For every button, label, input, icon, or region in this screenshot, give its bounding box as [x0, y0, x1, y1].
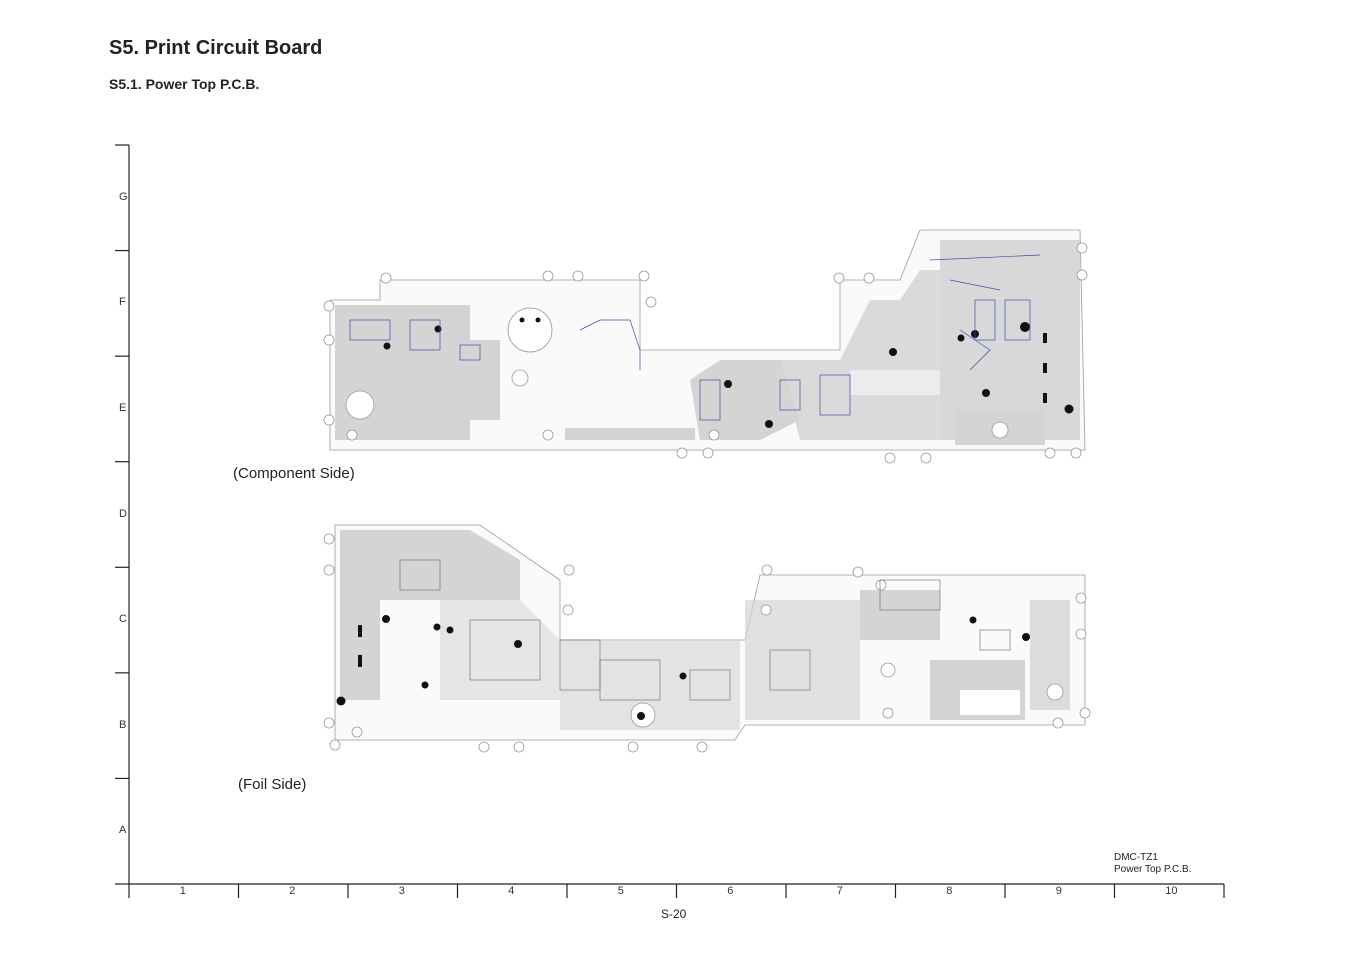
row-label: F [119, 296, 126, 309]
row-label: C [119, 613, 127, 626]
board-name: Power Top P.C.B. [1114, 864, 1192, 875]
column-label: 2 [289, 885, 296, 897]
column-label: 1 [179, 885, 186, 897]
column-label: 8 [946, 885, 953, 897]
page-title: S5. Print Circuit Board [109, 37, 323, 59]
column-label: 3 [398, 885, 405, 897]
row-label: G [119, 190, 128, 203]
section-subtitle: S5.1. Power Top P.C.B. [109, 76, 260, 92]
column-label: 9 [1055, 885, 1062, 897]
component-side-label: (Component Side) [233, 465, 355, 482]
page-number: S-20 [661, 907, 687, 921]
column-label: 10 [1165, 885, 1178, 897]
row-label: E [119, 401, 127, 414]
foil-side-label: (Foil Side) [238, 776, 307, 793]
row-label: B [119, 718, 127, 731]
model-name: DMC-TZ1 [1114, 852, 1158, 863]
row-label: A [119, 824, 127, 837]
column-label: 5 [617, 885, 624, 897]
column-label: 4 [508, 885, 515, 897]
row-label: D [119, 507, 127, 520]
column-label: 6 [727, 885, 734, 897]
board-footnote: DMC-TZ1 Power Top P.C.B. [1114, 852, 1191, 876]
column-label: 7 [836, 885, 843, 897]
